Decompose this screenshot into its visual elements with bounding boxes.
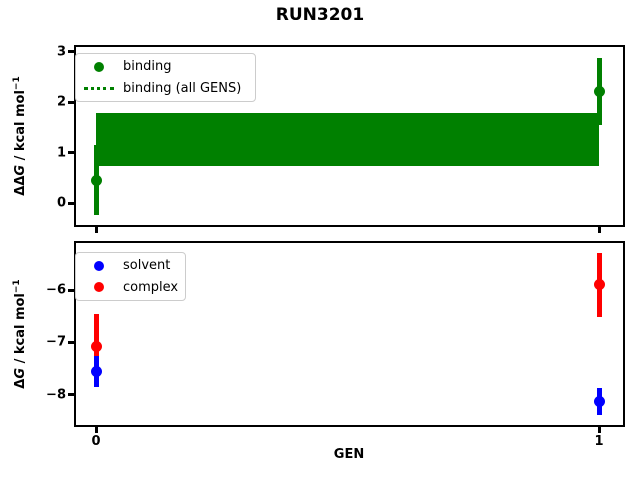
legend-item-binding: binding (82, 59, 249, 74)
band-binding-all-gens (96, 113, 599, 167)
x-tick (597, 227, 601, 233)
legend-item-complex: complex (82, 280, 179, 295)
y-tick (68, 201, 74, 205)
y-tick (68, 100, 74, 104)
bottom-axes (74, 241, 625, 427)
x-tick-label: 0 (91, 434, 101, 449)
y-tick-label: 2 (56, 94, 66, 110)
marker-complex-gen0 (90, 341, 102, 353)
y-tick (68, 340, 74, 344)
marker-complex-gen1 (593, 279, 605, 291)
legend-label-binding-all-gens: binding (all GENS) (123, 80, 242, 96)
y-tick (68, 393, 74, 397)
y-tick-label: 0 (56, 195, 66, 211)
legend-swatch (82, 282, 116, 293)
top-y-axis-label: ΔΔG / kcal mol−1 (11, 76, 29, 196)
top-axes (74, 45, 625, 227)
y-tick (68, 288, 74, 292)
binding-marker-icon (94, 61, 104, 72)
y-tick-label: −6 (46, 282, 66, 298)
dotted-line-icon (84, 86, 114, 90)
legend-label-solvent: solvent (123, 258, 171, 274)
y-tick-label: −8 (46, 387, 66, 403)
y-tick-label: −7 (46, 334, 66, 350)
legend-swatch (82, 86, 116, 90)
legend-label-complex: complex (123, 279, 179, 295)
x-axis-label: GEN (333, 447, 365, 462)
legend-item-solvent: solvent (82, 258, 179, 273)
marker-solvent-gen0 (90, 366, 102, 378)
legend-item-binding-all-gens: binding (all GENS) (82, 81, 249, 96)
complex-marker-icon (94, 282, 104, 293)
x-tick-label: 1 (594, 434, 604, 449)
top-legend: binding binding (all GENS) (75, 53, 256, 102)
y-tick (68, 50, 74, 54)
figure-title: RUN3201 (275, 5, 365, 25)
bottom-legend: solvent complex (75, 252, 186, 301)
marker-binding-gen0 (90, 174, 102, 186)
x-tick (597, 427, 601, 433)
marker-solvent-gen1 (593, 395, 605, 407)
y-tick-label: 1 (56, 145, 66, 161)
y-tick (68, 151, 74, 155)
solvent-marker-icon (94, 260, 104, 271)
y-tick-label: 3 (56, 44, 66, 60)
legend-label-binding: binding (123, 59, 172, 75)
legend-swatch (82, 61, 116, 72)
x-tick (94, 427, 98, 433)
legend-swatch (82, 260, 116, 271)
x-tick (94, 227, 98, 233)
marker-binding-gen1 (593, 86, 605, 98)
bottom-y-axis-label: ΔG / kcal mol−1 (11, 279, 29, 389)
